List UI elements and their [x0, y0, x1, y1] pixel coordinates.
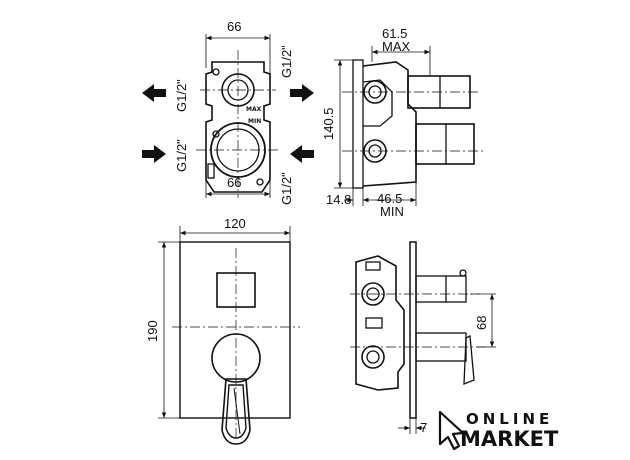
depth-max-dimension — [371, 46, 431, 76]
plate-width-label: 120 — [224, 216, 246, 231]
thread-left-bottom: G1/2" — [174, 139, 189, 172]
depth-min-dimension — [344, 182, 417, 206]
plate-height-dimension — [158, 241, 180, 419]
brand-line2: MARKET — [460, 427, 559, 451]
depth-min-value: 46.5 — [377, 191, 402, 206]
width-dimension-bottom — [205, 180, 271, 198]
width-dimension-top — [205, 34, 271, 74]
assembly-centerlines — [350, 293, 488, 348]
height-dimension — [334, 59, 353, 189]
width-bottom-label: 66 — [227, 175, 241, 190]
thread-left-top: G1/2" — [174, 79, 189, 112]
cover-plate-front-view — [179, 241, 291, 445]
assembly-height-dimension — [470, 293, 496, 348]
max-mark: MAX — [246, 106, 262, 113]
plate-centerlines — [172, 248, 300, 440]
offset-label: 14.8 — [326, 192, 351, 207]
online-market-logo: ONLINE MARKET — [438, 410, 559, 451]
thread-right-bottom: G1/2" — [279, 172, 294, 205]
outlet-arrow-left-icon — [142, 84, 166, 102]
front-view-centerlines — [196, 50, 280, 198]
width-top-label: 66 — [227, 19, 241, 34]
depth-max-label: MAX — [382, 39, 411, 54]
thread-right-top: G1/2" — [279, 45, 294, 78]
plate-height-label: 190 — [145, 320, 160, 342]
side-view-centerlines — [342, 91, 484, 152]
depth-min-label: MIN — [380, 204, 404, 219]
plate-thickness-dimension — [398, 418, 426, 434]
valve-body-side-view — [352, 59, 475, 189]
assembly-side-view — [355, 241, 475, 419]
cursor-icon — [438, 410, 465, 451]
brand-line1: ONLINE — [466, 410, 553, 428]
outlet-arrow-right-icon — [290, 84, 314, 102]
plate-thickness-label: 7 — [420, 420, 427, 435]
min-mark: MIN — [248, 118, 261, 125]
plate-width-dimension — [179, 226, 291, 242]
height-label: 140.5 — [321, 107, 336, 140]
assembly-height-label: 68 — [474, 316, 489, 330]
depth-max-value: 61.5 — [382, 26, 407, 41]
inlet-arrow-left-icon — [142, 145, 166, 163]
inlet-arrow-right-icon — [290, 145, 314, 163]
